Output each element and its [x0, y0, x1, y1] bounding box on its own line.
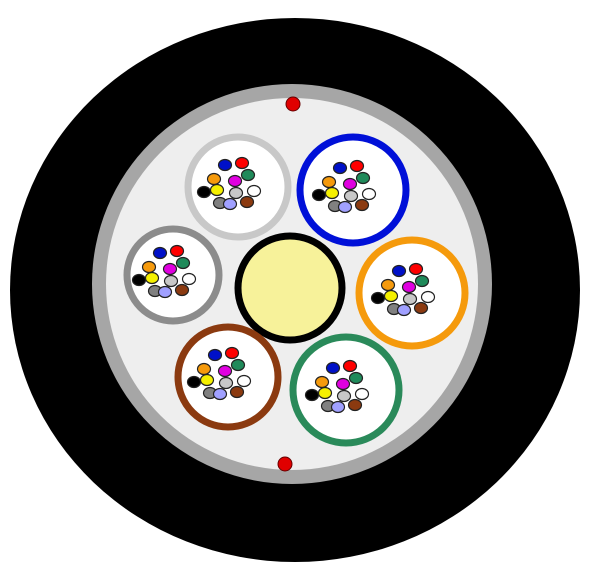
fiber-green	[348, 371, 364, 385]
central-strength-member	[234, 232, 346, 344]
fiber-orange	[196, 362, 212, 376]
fiber-white	[354, 387, 370, 401]
fiber-silver	[163, 274, 179, 288]
fiber-magenta	[217, 364, 233, 378]
fiber-magenta	[401, 280, 417, 294]
fiber-brown	[229, 385, 245, 399]
fiber-red	[349, 159, 365, 173]
tube-light-gray	[184, 133, 292, 241]
fiber-yellow	[144, 271, 160, 285]
fiber-violet	[337, 200, 353, 214]
buffer-tube-wall	[123, 225, 223, 325]
tube-brown	[174, 323, 282, 431]
fiber-magenta	[227, 174, 243, 188]
fiber-silver	[343, 189, 359, 203]
fiber-white	[246, 184, 262, 198]
fiber-green	[355, 171, 371, 185]
fiber-brown	[347, 398, 363, 412]
fiber-blue	[207, 348, 223, 362]
fiber-black	[131, 273, 147, 287]
tube-green	[289, 333, 403, 447]
fiber-violet	[212, 387, 228, 401]
tube-orange	[355, 236, 469, 350]
tube-gray	[123, 225, 223, 325]
fiber-blue	[217, 158, 233, 172]
fiber-white	[361, 187, 377, 201]
fiber-red	[224, 346, 240, 360]
fiber-brown	[174, 283, 190, 297]
fiber-white	[181, 272, 197, 286]
fiber-green	[240, 168, 256, 182]
fiber-magenta	[342, 177, 358, 191]
fiber-blue	[391, 264, 407, 278]
fiber-violet	[157, 285, 173, 299]
fiber-brown	[413, 301, 429, 315]
fiber-magenta	[335, 377, 351, 391]
fiber-silver	[336, 389, 352, 403]
buffer-tube-wall	[289, 333, 403, 447]
fiber-yellow	[383, 289, 399, 303]
fiber-silver	[228, 186, 244, 200]
fiber-green	[175, 256, 191, 270]
fiber-blue	[152, 246, 168, 260]
fiber-red	[234, 156, 250, 170]
fiber-brown	[239, 195, 255, 209]
fiber-brown	[354, 198, 370, 212]
fiber-black	[186, 375, 202, 389]
buffer-tube-wall	[355, 236, 469, 350]
fiber-red	[169, 244, 185, 258]
fiber-orange	[380, 278, 396, 292]
fiber-yellow	[324, 186, 340, 200]
fiber-black	[370, 291, 386, 305]
fiber-red	[408, 262, 424, 276]
ripcord-top	[285, 96, 301, 112]
fiber-orange	[141, 260, 157, 274]
fiber-yellow	[317, 386, 333, 400]
fiber-white	[420, 290, 436, 304]
buffer-tube-wall	[184, 133, 292, 241]
fiber-magenta	[162, 262, 178, 276]
fiber-violet	[396, 303, 412, 317]
fiber-orange	[321, 175, 337, 189]
buffer-tube-wall	[174, 323, 282, 431]
fiber-white	[236, 374, 252, 388]
fiber-orange	[314, 375, 330, 389]
fiber-black	[311, 188, 327, 202]
fiber-black	[196, 185, 212, 199]
fiber-silver	[218, 376, 234, 390]
fiber-orange	[206, 172, 222, 186]
fiber-violet	[222, 197, 238, 211]
fiber-red	[342, 359, 358, 373]
fiber-blue	[332, 161, 348, 175]
fiber-silver	[402, 292, 418, 306]
fiber-black	[304, 388, 320, 402]
fiber-green	[414, 274, 430, 288]
tube-blue	[296, 133, 410, 247]
fiber-blue	[325, 361, 341, 375]
fiber-yellow	[209, 183, 225, 197]
fiber-yellow	[199, 373, 215, 387]
ripcord-bottom	[277, 456, 293, 472]
buffer-tube-wall	[296, 133, 410, 247]
fiber-green	[230, 358, 246, 372]
fiber-violet	[330, 400, 346, 414]
